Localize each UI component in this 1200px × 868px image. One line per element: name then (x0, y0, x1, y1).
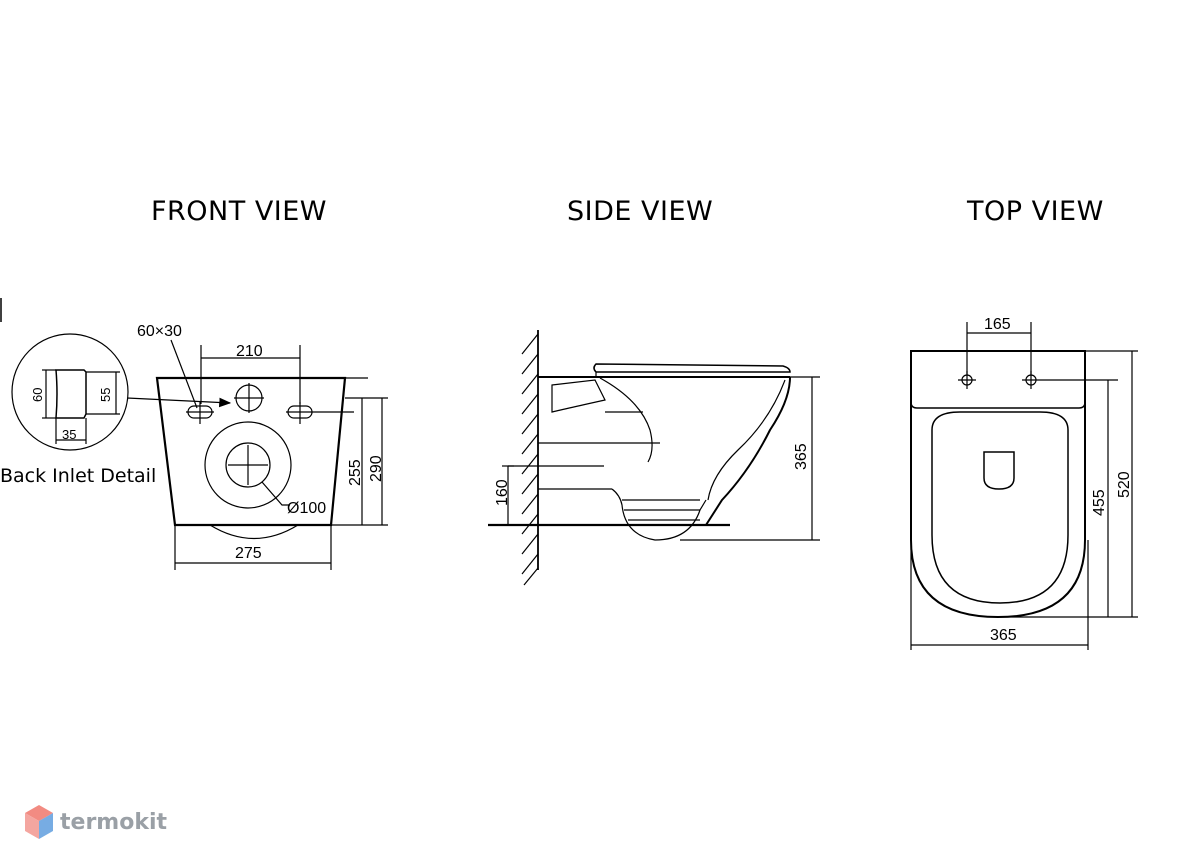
trap-outline (611, 488, 707, 541)
top-view (910, 322, 1138, 650)
inlet-profile (55, 369, 87, 419)
inlet-height-inner-label: 55 (98, 388, 113, 402)
front-view (126, 339, 388, 570)
total-length-label: 520 (1116, 471, 1133, 498)
bowl-length-label: 455 (1091, 489, 1108, 516)
seat-outline (931, 411, 1069, 604)
top-view-title: TOP VIEW (967, 196, 1104, 227)
outlet-height-label: 160 (494, 479, 511, 506)
side-view (488, 330, 820, 586)
top-back-section (910, 350, 1086, 409)
outer-height-label: 290 (368, 455, 385, 482)
diameter-leader (261, 481, 290, 506)
inlet-detail-label: Back Inlet Detail (0, 465, 156, 487)
watermark-text: termokit (60, 809, 168, 835)
termokit-logo-icon (25, 805, 53, 839)
inlet-detail-circle (11, 333, 129, 451)
front-view-title: FRONT VIEW (151, 196, 328, 227)
inlet-detail (11, 333, 129, 451)
side-body-outline (705, 376, 791, 526)
top-width-label: 365 (990, 627, 1017, 644)
top-outer-outline (910, 350, 1086, 619)
width-label: 275 (235, 545, 262, 562)
inner-bowl-curve (599, 377, 653, 463)
hole-spacing-label: 210 (236, 343, 263, 360)
front-bottom-arc (209, 524, 299, 540)
inner-height-label: 255 (347, 459, 364, 486)
side-height-label: 365 (793, 443, 810, 470)
wall-hatching (521, 333, 539, 586)
slot-leader-line (170, 339, 198, 409)
outlet-inner-circle (225, 442, 271, 488)
inlet-height-outer-label: 60 (30, 388, 45, 402)
drain-outline (983, 451, 1015, 490)
inlet-detail-arrow (126, 397, 232, 408)
inlet-depth-label: 35 (62, 427, 76, 442)
side-view-title: SIDE VIEW (567, 196, 714, 227)
slot-size-label: 60×30 (137, 323, 182, 340)
outlet-outer-circle (204, 421, 292, 509)
top-hole-spacing-label: 165 (984, 316, 1011, 333)
seat-lid (593, 363, 791, 373)
outlet-diameter-label: Ø100 (287, 500, 326, 517)
watermark: termokit (24, 804, 167, 840)
